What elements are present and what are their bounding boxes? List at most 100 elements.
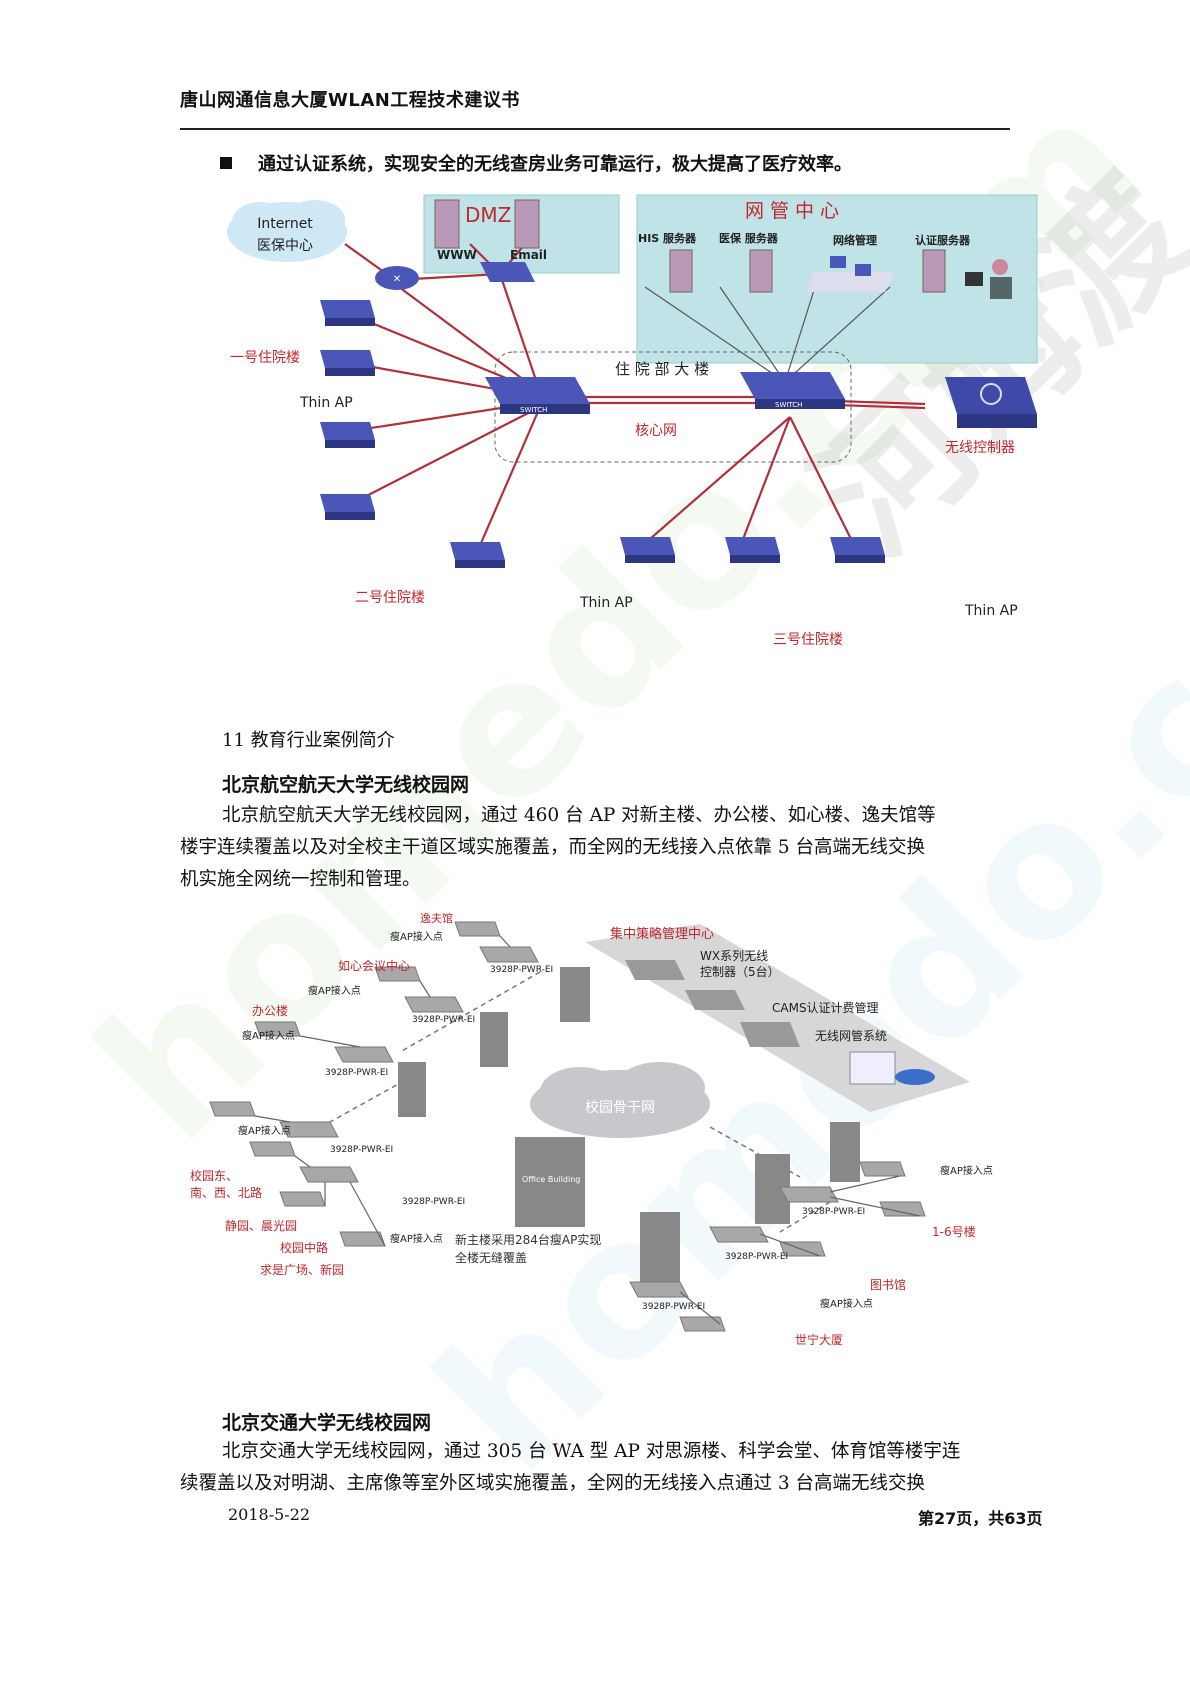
- switch-icon: [279, 1121, 339, 1138]
- cloud-label-2: 医保中心: [257, 238, 313, 254]
- ap-icon: [830, 537, 885, 563]
- footer-date: 2018-5-22: [228, 1505, 311, 1524]
- ap-icon: [320, 494, 375, 520]
- section-heading: 11 教育行业案例简介: [222, 730, 395, 751]
- case2-para-line2: 续覆盖以及对明湖、主席像等室外区域实施覆盖，全网的无线接入点通过 3 台高端无线…: [180, 1473, 926, 1494]
- case1-para-line1: 北京航空航天大学无线校园网，通过 460 台 AP 对新主楼、办公楼、如心楼、逸…: [222, 805, 936, 826]
- switch-icon: [404, 996, 464, 1013]
- newmain-label-2: 全楼无缝覆盖: [455, 1250, 527, 1265]
- ap-icon: [454, 921, 501, 937]
- ap-access-label-2: 瘦AP接入点: [308, 984, 361, 997]
- thin-ap-label-3: Thin AP: [964, 603, 1018, 619]
- ap-access-label-4: 瘦AP接入点: [238, 1124, 291, 1137]
- ap-access-label-5: 瘦AP接入点: [390, 1232, 443, 1245]
- dmz-label: DMZ: [465, 203, 511, 227]
- core-switch-2-icon: SWITCH: [740, 372, 845, 409]
- switch-model-label-3: 3928P-PWR-EI: [325, 1068, 388, 1078]
- wx-controller-icon: [685, 990, 745, 1010]
- building-icon: [560, 967, 590, 1022]
- core-switch-1-icon: SWITCH: [485, 377, 590, 414]
- bldg1-label: 一号住院楼: [230, 350, 300, 366]
- building-icon: [480, 1012, 508, 1067]
- ap-icon: [450, 542, 505, 568]
- backbone-cloud: 校园骨干网: [530, 1062, 710, 1138]
- his-label: HIS 服务器: [638, 231, 697, 245]
- thin-ap-label-1: Thin AP: [299, 395, 353, 411]
- switch-model-label-6: 3928P-PWR-EI: [802, 1207, 865, 1217]
- road-label-2: 南、西、北路: [190, 1185, 262, 1200]
- cams-server-icon: [740, 1022, 800, 1047]
- shining-label: 世宁大厦: [795, 1332, 843, 1347]
- bldg3-label: 三号住院楼: [773, 632, 843, 648]
- netmgmt-label: 网络管理: [833, 233, 877, 247]
- internet-cloud: Internet 医保中心: [227, 200, 347, 262]
- ap-icon: [879, 1201, 926, 1217]
- switch-icon: [479, 946, 539, 963]
- auth-label: 认证服务器: [915, 233, 971, 247]
- router-icon: ✕: [375, 266, 419, 290]
- switch-model-label-8: 3928P-PWR-EI: [642, 1302, 705, 1312]
- switch-icon: [334, 1046, 394, 1063]
- switch-2-label: SWITCH: [775, 401, 802, 409]
- www-server-icon: [434, 199, 460, 249]
- monitor-icon: [849, 1051, 935, 1085]
- b1-6-label: 1-6号楼: [932, 1224, 976, 1239]
- footer-page-number: 第27页，共63页: [918, 1509, 1043, 1528]
- auth-server-icon: [922, 249, 946, 293]
- ap-icon: [320, 300, 375, 326]
- switch-model-label-4: 3928P-PWR-EI: [330, 1145, 393, 1155]
- yifu-label: 逸夫馆: [420, 912, 453, 925]
- thin-ap-label-2: Thin AP: [579, 595, 633, 611]
- switch-model-label-2: 3928P-PWR-EI: [412, 1015, 475, 1025]
- ap-icon: [725, 537, 780, 563]
- email-label: Email: [510, 248, 547, 262]
- building-icon: [398, 1062, 426, 1117]
- ap-icon: [679, 1316, 726, 1332]
- switch-icon: [779, 1186, 839, 1203]
- bullet-square-icon: [220, 157, 232, 169]
- bullet-item: 通过认证系统，实现安全的无线查房业务可靠运行，极大提高了医疗效率。: [220, 150, 852, 176]
- building-box: [494, 351, 852, 463]
- case1-title: 北京航空航天大学无线校园网: [222, 774, 470, 796]
- campus-wlan-diagram: 集中策略管理中心 WX系列无线 控制器（5台） CAMS认证计费管理 无线网管系…: [190, 912, 993, 1347]
- core-label: 核心网: [635, 423, 677, 439]
- wx-controller-icon: [625, 960, 685, 980]
- ap-group-left: [320, 300, 885, 568]
- mgmt-lines: [644, 286, 891, 383]
- case1-para-line3: 机实施全网统一控制和管理。: [180, 869, 421, 890]
- email-server-icon: [514, 199, 540, 249]
- case2-para-line1: 北京交通大学无线校园网，通过 305 台 WA 型 AP 对思源楼、科学会堂、体…: [222, 1441, 961, 1462]
- office-building-icon: [515, 1137, 585, 1227]
- wx-label-2: 控制器（5台）: [700, 964, 780, 979]
- switch-model-label-7: 3928P-PWR-EI: [725, 1252, 788, 1262]
- www-label: WWW: [437, 248, 477, 262]
- ap-icon: [279, 1191, 326, 1207]
- operator-icon: [965, 259, 1012, 299]
- cloud-label-1: Internet: [257, 216, 313, 232]
- office-building-label: Office Building: [522, 1175, 580, 1184]
- office-label: 办公楼: [252, 1003, 288, 1018]
- ap-icon: [249, 1141, 296, 1157]
- header-title: 唐山网通信息大厦WLAN工程技术建议书: [180, 90, 520, 111]
- ap-icon: [320, 422, 375, 448]
- ap-icon: [859, 1161, 906, 1177]
- bullet-text: 通过认证系统，实现安全的无线查房业务可靠运行，极大提高了医疗效率。: [258, 154, 852, 175]
- ap-icon: [209, 1101, 256, 1117]
- wx-label-1: WX系列无线: [700, 949, 768, 963]
- qiushi-label: 求是广场、新园: [260, 1262, 344, 1277]
- ap-icon: [320, 350, 375, 376]
- bldg2-label: 二号住院楼: [355, 590, 425, 606]
- backbone-label: 校园骨干网: [585, 1099, 655, 1116]
- switch-1-label: SWITCH: [520, 406, 547, 414]
- switch-icon: [299, 1166, 359, 1183]
- dmz-switch-icon: [480, 262, 535, 282]
- hospital-wlan-diagram: Internet 医保中心 ✕ DMZ WWW Ema: [227, 194, 1038, 648]
- netmgmt-icon: [805, 256, 895, 292]
- switch-model-label-1: 3928P-PWR-EI: [490, 965, 553, 975]
- case1-para-line2: 楼宇连续覆盖以及对全校主干道区域实施覆盖，而全网的无线接入点依靠 5 台高端无线…: [180, 837, 926, 858]
- controller-label: 无线控制器: [945, 440, 1015, 456]
- ap-access-label-7: 瘦AP接入点: [820, 1297, 873, 1310]
- nms-title: 网管中心: [745, 200, 845, 222]
- switch-model-label-5: 3928P-PWR-EI: [402, 1197, 465, 1207]
- jingyuan-label: 静园、晨光园: [225, 1219, 297, 1233]
